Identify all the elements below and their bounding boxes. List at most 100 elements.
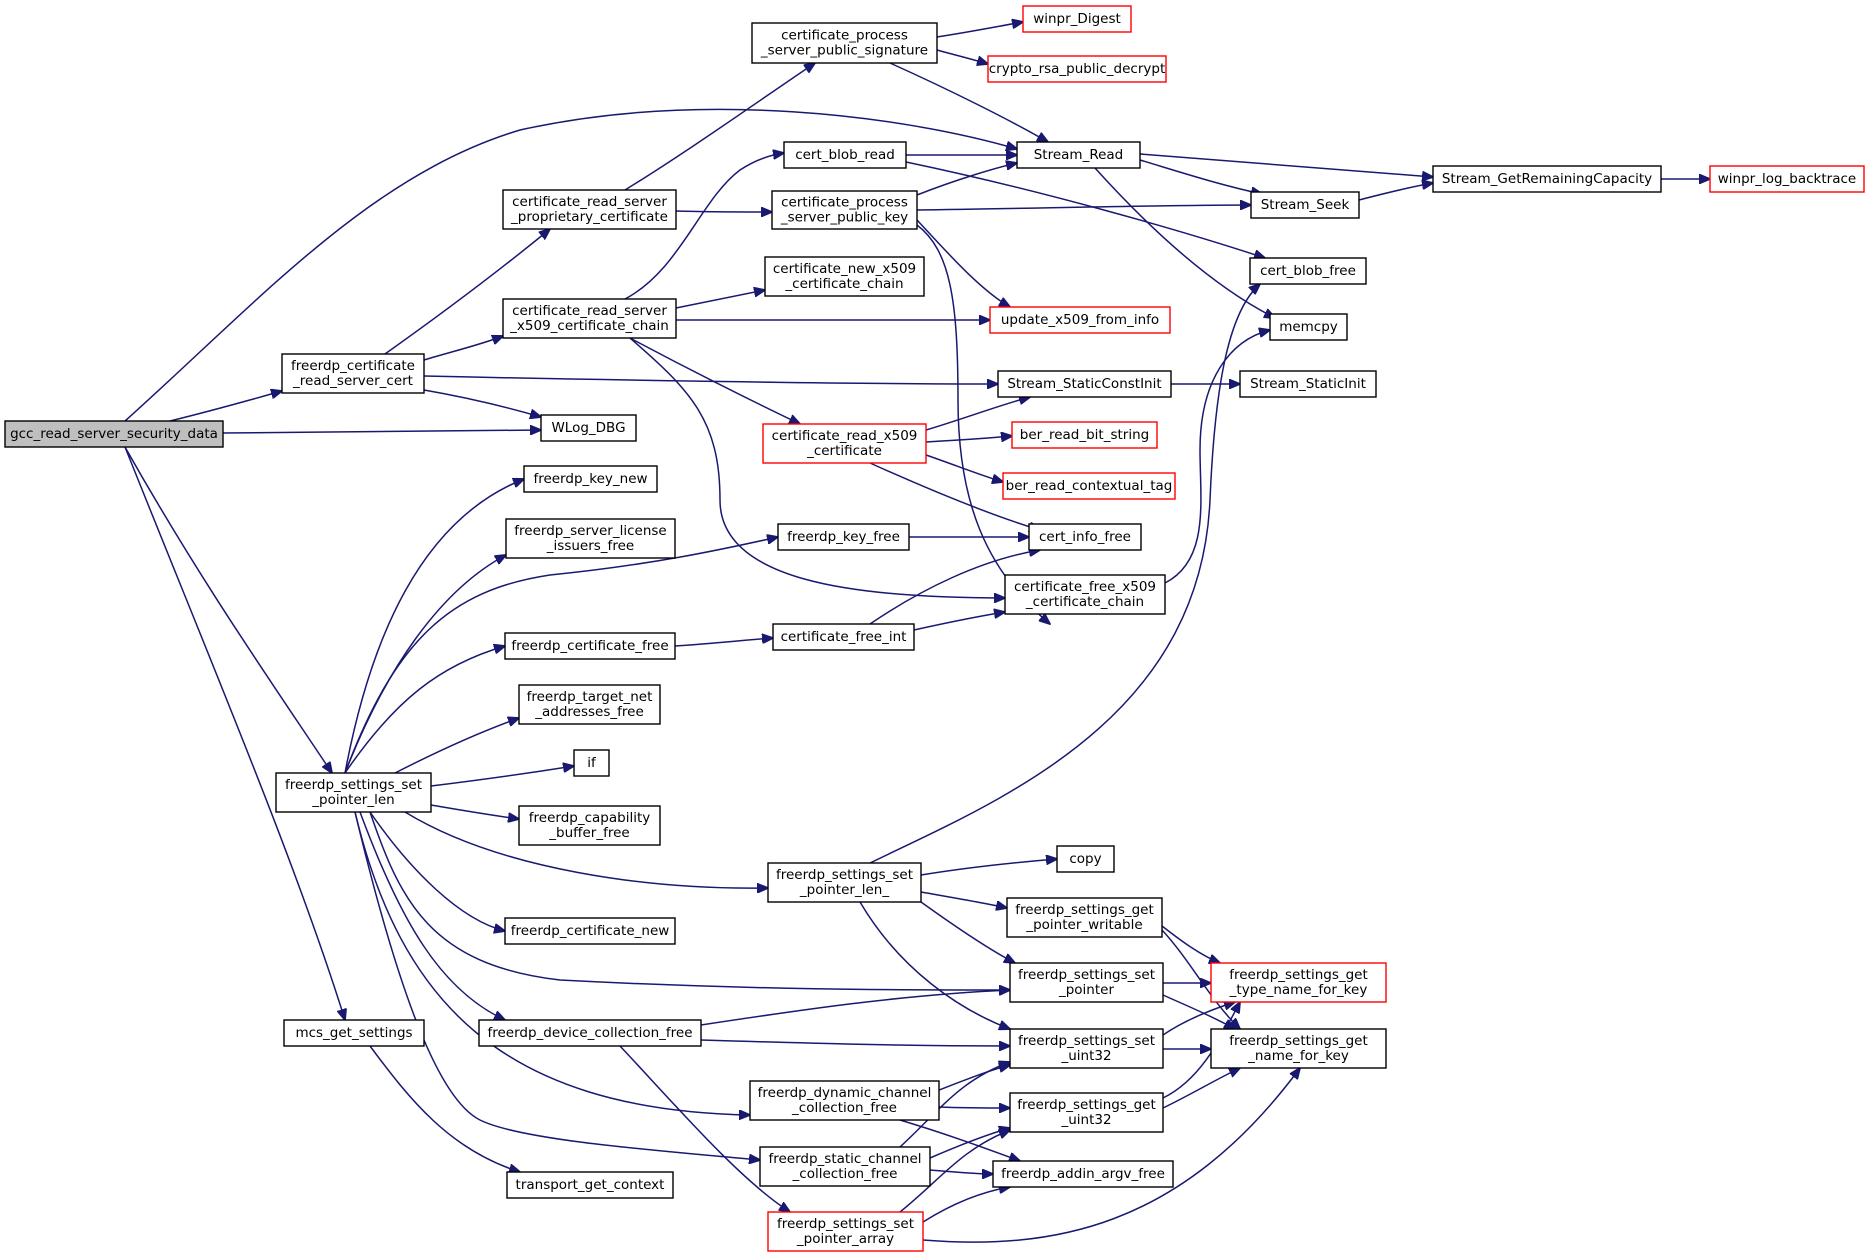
node-box[interactable]: [1249, 257, 1367, 285]
node-box[interactable]: [1269, 313, 1348, 341]
node-box[interactable]: [997, 370, 1172, 398]
node-ss[interactable]: Stream_Seek: [1250, 191, 1360, 219]
node-fdcf[interactable]: freerdp_device_collection_free: [478, 1019, 702, 1047]
node-box[interactable]: [518, 805, 661, 846]
node-box[interactable]: [523, 465, 658, 493]
node-if[interactable]: if: [573, 749, 610, 777]
node-box[interactable]: [1009, 1092, 1164, 1133]
node-box[interactable]: [1239, 370, 1377, 398]
node-brct[interactable]: ber_read_contextual_tag: [1002, 472, 1176, 500]
node-fsgu[interactable]: freerdp_settings_get_uint32: [1009, 1092, 1164, 1133]
node-fsgpw[interactable]: freerdp_settings_get_pointer_writable: [1006, 897, 1163, 938]
node-cpspk[interactable]: certificate_process_server_public_key: [771, 190, 918, 230]
node-fssu[interactable]: freerdp_settings_set_uint32: [1009, 1028, 1164, 1069]
node-box[interactable]: [502, 298, 677, 339]
node-box[interactable]: [992, 1160, 1174, 1188]
node-crspc[interactable]: certificate_read_server_proprietary_cert…: [502, 189, 677, 230]
node-wd[interactable]: winpr_Digest: [1022, 5, 1132, 33]
node-box[interactable]: [1022, 5, 1132, 33]
node-fcf[interactable]: freerdp_certificate_free: [504, 632, 676, 660]
node-faaf[interactable]: freerdp_addin_argv_free: [992, 1160, 1174, 1188]
node-crpd[interactable]: crypto_rsa_public_decrypt: [987, 55, 1167, 83]
node-box[interactable]: [1432, 165, 1662, 193]
node-fsgn[interactable]: freerdp_settings_get_name_for_key: [1210, 1028, 1387, 1069]
node-box[interactable]: [1016, 141, 1141, 169]
node-box[interactable]: [504, 632, 676, 660]
node-box[interactable]: [772, 623, 915, 651]
node-box[interactable]: [767, 862, 922, 903]
node-box[interactable]: [1011, 421, 1158, 449]
node-cfi[interactable]: certificate_free_int: [772, 623, 915, 651]
node-box[interactable]: [764, 256, 925, 297]
node-ssci[interactable]: Stream_StaticConstInit: [997, 370, 1172, 398]
node-box[interactable]: [1210, 962, 1387, 1003]
node-memcpy[interactable]: memcpy: [1269, 313, 1348, 341]
node-box[interactable]: [1004, 574, 1166, 615]
node-sr[interactable]: Stream_Read: [1016, 141, 1141, 169]
node-box[interactable]: [275, 772, 432, 813]
node-box[interactable]: [283, 1019, 425, 1047]
node-fsspl[interactable]: freerdp_settings_set_pointer_len: [275, 772, 432, 813]
node-fdccf[interactable]: freerdp_dynamic_channel_collection_free: [749, 1080, 940, 1121]
node-box[interactable]: [749, 1080, 940, 1121]
node-box[interactable]: [767, 1211, 924, 1252]
node-box[interactable]: [1210, 1028, 1387, 1069]
node-crx[interactable]: certificate_read_x509_certificate: [762, 423, 927, 464]
node-box[interactable]: [1002, 472, 1176, 500]
node-box[interactable]: [1009, 962, 1164, 1003]
node-fsspl-[interactable]: freerdp_settings_set_pointer_len_: [767, 862, 922, 903]
node-box[interactable]: [4, 420, 224, 448]
node-ssi[interactable]: Stream_StaticInit: [1239, 370, 1377, 398]
node-box[interactable]: [759, 1146, 931, 1187]
node-sgrc[interactable]: Stream_GetRemainingCapacity: [1432, 165, 1662, 193]
node-box[interactable]: [777, 523, 910, 551]
node-tgc[interactable]: transport_get_context: [506, 1171, 674, 1199]
node-box[interactable]: [989, 306, 1171, 334]
node-box[interactable]: [502, 189, 677, 230]
node-fsspa[interactable]: freerdp_settings_set_pointer_array: [767, 1211, 924, 1252]
node-box[interactable]: [1028, 523, 1142, 551]
node-copy[interactable]: copy: [1056, 845, 1115, 873]
node-box[interactable]: [987, 55, 1167, 83]
node-box[interactable]: [1009, 1028, 1164, 1069]
node-box[interactable]: [1250, 191, 1360, 219]
node-uxfi[interactable]: update_x509_from_info: [989, 306, 1171, 334]
node-box[interactable]: [1006, 897, 1163, 938]
node-cfxc[interactable]: certificate_free_x509_certificate_chain: [1004, 574, 1166, 615]
node-fsccf[interactable]: freerdp_static_channel_collection_free: [759, 1146, 931, 1187]
node-fkf[interactable]: freerdp_key_free: [777, 523, 910, 551]
node-box[interactable]: [504, 917, 676, 945]
node-box[interactable]: [573, 749, 610, 777]
node-wlb[interactable]: winpr_log_backtrace: [1709, 165, 1865, 193]
node-cpsps[interactable]: certificate_process_server_public_signat…: [751, 22, 938, 64]
node-box[interactable]: [506, 1171, 674, 1199]
node-box[interactable]: [518, 684, 661, 725]
node-fcbf[interactable]: freerdp_capability_buffer_free: [518, 805, 661, 846]
node-box[interactable]: [783, 141, 907, 169]
node-mcs[interactable]: mcs_get_settings: [283, 1019, 425, 1047]
node-cbf[interactable]: cert_blob_free: [1249, 257, 1367, 285]
node-fsgtn[interactable]: freerdp_settings_get_type_name_for_key: [1210, 962, 1387, 1003]
node-brbs[interactable]: ber_read_bit_string: [1011, 421, 1158, 449]
node-box[interactable]: [762, 423, 927, 464]
node-ftnaf[interactable]: freerdp_target_net_addresses_free: [518, 684, 661, 725]
node-wlog[interactable]: WLog_DBG: [540, 414, 637, 442]
node-cnxc[interactable]: certificate_new_x509_certificate_chain: [764, 256, 925, 297]
node-box[interactable]: [478, 1019, 702, 1047]
node-fcn[interactable]: freerdp_certificate_new: [504, 917, 676, 945]
node-fkn[interactable]: freerdp_key_new: [523, 465, 658, 493]
node-crsx[interactable]: certificate_read_server_x509_certificate…: [502, 298, 677, 339]
node-box[interactable]: [505, 518, 676, 559]
node-box[interactable]: [540, 414, 637, 442]
node-fslif[interactable]: freerdp_server_license_issuers_free: [505, 518, 676, 559]
node-box[interactable]: [1056, 845, 1115, 873]
node-cif[interactable]: cert_info_free: [1028, 523, 1142, 551]
node-box[interactable]: [751, 22, 938, 64]
node-cbr[interactable]: cert_blob_read: [783, 141, 907, 169]
node-box[interactable]: [771, 190, 918, 230]
node-fcrsc[interactable]: freerdp_certificate_read_server_cert: [281, 353, 425, 394]
node-fssp[interactable]: freerdp_settings_set_pointer: [1009, 962, 1164, 1003]
node-gcc[interactable]: gcc_read_server_security_data: [4, 420, 224, 448]
node-box[interactable]: [281, 353, 425, 394]
node-box[interactable]: [1709, 165, 1865, 193]
